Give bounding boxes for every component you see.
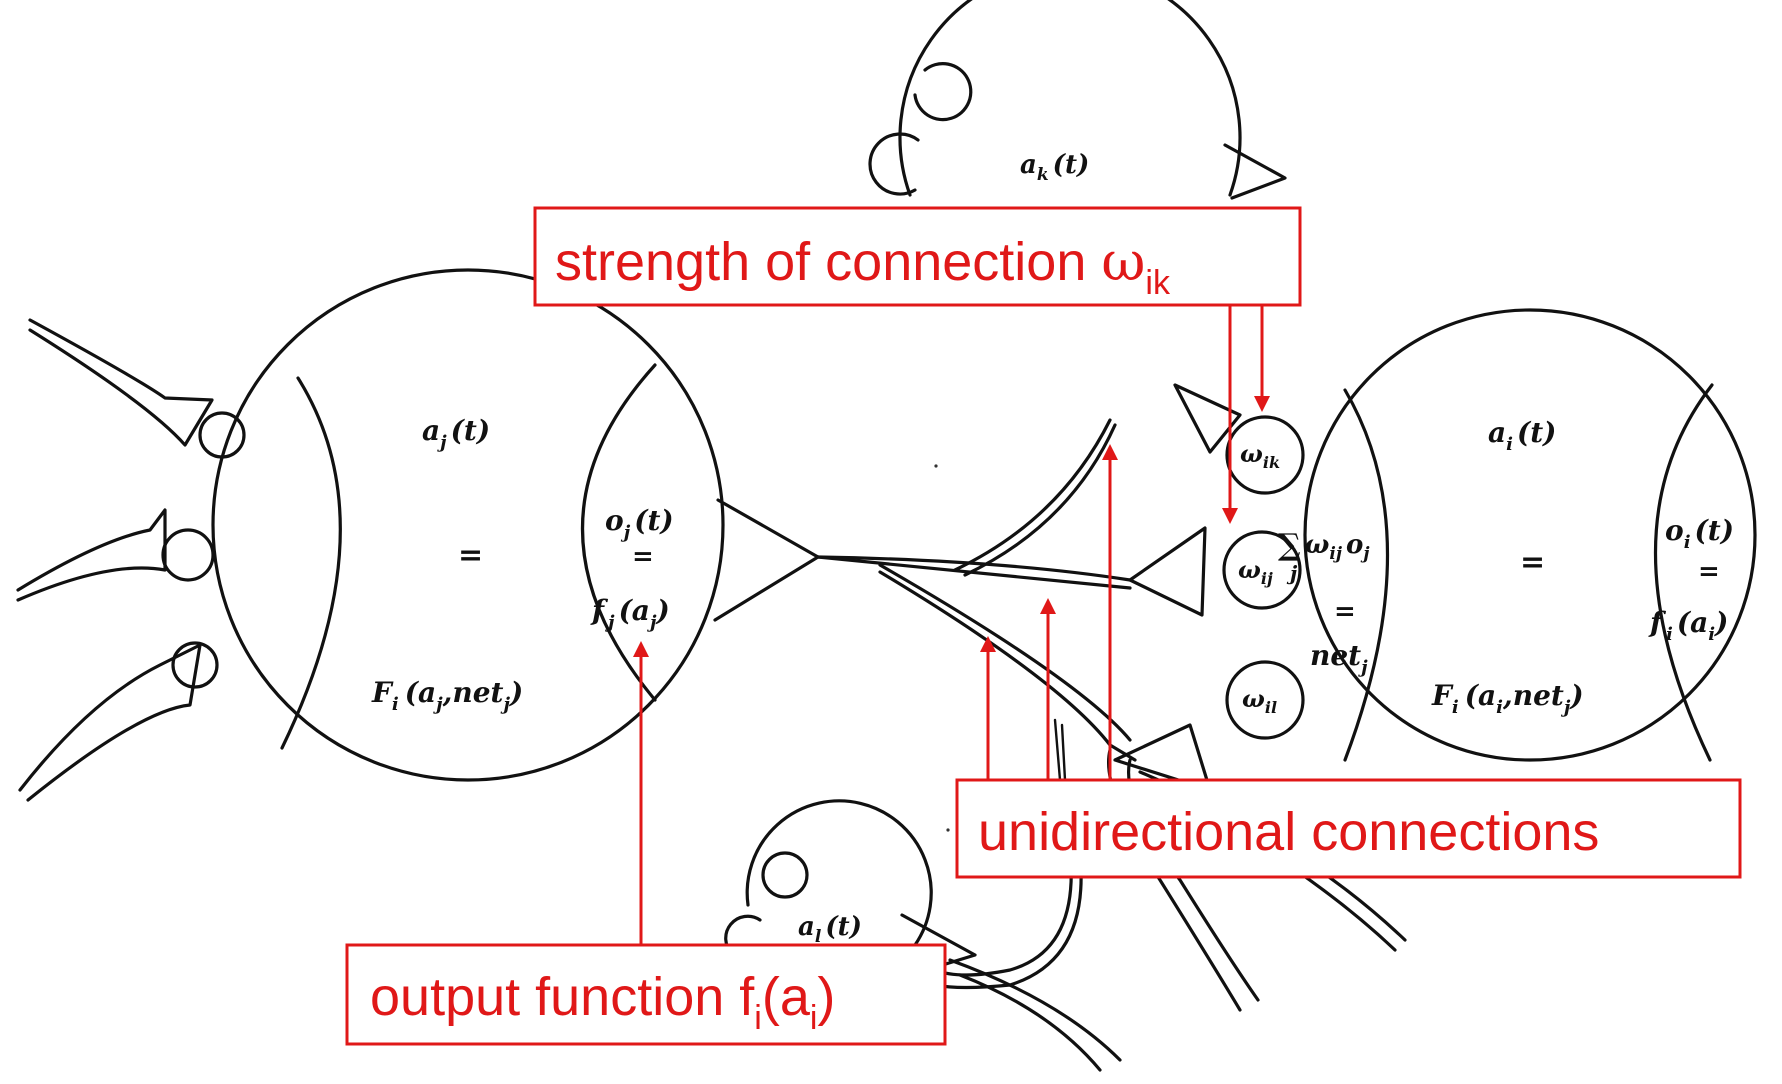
axon-l-branch-4 bbox=[958, 973, 1102, 1072]
arrow-uni-2-head bbox=[1040, 598, 1056, 614]
axon-branch-down-1 bbox=[878, 563, 1132, 742]
neuron-l-body bbox=[745, 799, 933, 947]
neuron-j-body bbox=[211, 268, 725, 782]
axon-branch-up-2 bbox=[963, 423, 1117, 577]
axon-branch-down-join bbox=[1108, 743, 1137, 762]
neuron-i-right-arc bbox=[1653, 383, 1714, 762]
arrow-uni-3-head bbox=[1102, 444, 1118, 460]
neuron-j-equals: = bbox=[458, 538, 483, 573]
arrow-strength-1-head bbox=[1222, 508, 1238, 524]
neuron-i-equals: = bbox=[1520, 545, 1545, 580]
neuron-j-dendrite-3 bbox=[18, 643, 202, 802]
neuron-j-update-function: Fi(aj,netj) bbox=[371, 676, 523, 715]
callout-output-text: output function fi(ai) bbox=[370, 967, 835, 1037]
synapse-ik bbox=[1225, 415, 1305, 495]
synapse-ij-label: ωij bbox=[1238, 555, 1273, 588]
axon-l-branch-3 bbox=[948, 958, 1122, 1062]
neuron-j-output: oj(t) bbox=[605, 504, 674, 543]
neuron-j-synapse-1 bbox=[198, 411, 246, 459]
synapse-il-label: ωil bbox=[1242, 684, 1277, 717]
axon-l-branch-2 bbox=[933, 853, 1083, 990]
neuron-k: ak(t) bbox=[868, 0, 1287, 200]
neuron-l: al(t) bbox=[724, 799, 977, 977]
arrow-uni-1-head bbox=[980, 636, 996, 652]
callout-output-box bbox=[345, 943, 947, 1046]
arrow-strength-2-head bbox=[1254, 396, 1270, 412]
axon-terminal-il bbox=[1113, 723, 1212, 792]
neuron-j-dendrite-1 bbox=[28, 318, 214, 447]
callout-strength-box bbox=[533, 206, 1302, 307]
neuron-i-sum-index: j bbox=[1286, 561, 1298, 585]
neuron-i-net: netj bbox=[1310, 639, 1368, 678]
neuron-j-axon-hillock bbox=[713, 498, 820, 622]
callout-arrows bbox=[633, 305, 1270, 945]
neuron-j-dendrite-2 bbox=[16, 508, 167, 602]
neuron-i-left-arc bbox=[1343, 388, 1390, 762]
speck-2 bbox=[946, 828, 950, 832]
neuron-j-left-arc bbox=[280, 376, 342, 750]
neuron-l-synapse-top bbox=[761, 851, 809, 899]
neuron-j-synapse-2 bbox=[161, 528, 215, 582]
neuron-i-activation: ai(t) bbox=[1488, 416, 1556, 455]
neuron-k-body bbox=[898, 0, 1242, 197]
axon-terminal-ij bbox=[1128, 526, 1207, 617]
axon-branch-up-1 bbox=[953, 418, 1112, 572]
neuron-i-output-equals: = bbox=[1698, 557, 1720, 587]
callout-unidirectional-text: unidirectional connections bbox=[978, 802, 1599, 862]
neuron-i-net-equals: = bbox=[1334, 597, 1356, 627]
neuron-i-body bbox=[1303, 308, 1757, 762]
neuron-j-output-equals: = bbox=[632, 542, 654, 572]
neuron-k-synapse-top bbox=[913, 62, 973, 122]
axon-branch-down-2 bbox=[878, 570, 1112, 747]
synapse-ij bbox=[1222, 530, 1302, 610]
arrow-output-head bbox=[633, 641, 649, 657]
neuron-j-synapse-3 bbox=[171, 641, 219, 689]
neuron-j-activation: aj(t) bbox=[422, 414, 490, 453]
speck-1 bbox=[934, 464, 938, 468]
callout-output-function: output function fi(ai) bbox=[345, 943, 947, 1046]
neuron-j-right-arc bbox=[581, 363, 657, 702]
axon-tick-2 bbox=[1060, 723, 1067, 782]
synapse-il bbox=[1225, 660, 1305, 740]
callout-unidirectional-box bbox=[955, 778, 1742, 879]
neuron-k-activation: ak(t) bbox=[1020, 150, 1089, 185]
axon-l-branch-1 bbox=[933, 848, 1073, 977]
neuron-l-activation: al(t) bbox=[798, 912, 862, 947]
neuron-i-terminal-ik bbox=[1173, 383, 1242, 454]
neuron-i-update-function: Fi(ai,netj) bbox=[1431, 679, 1584, 718]
callout-unidirectional: unidirectional connections bbox=[955, 778, 1742, 879]
synapse-ik-label: ωik bbox=[1240, 439, 1280, 472]
callout-strength: strength of connection ωik bbox=[533, 206, 1302, 307]
neuron-i-output: oi(t) bbox=[1665, 514, 1734, 553]
callout-strength-text: strength of connection ωik bbox=[555, 230, 1171, 302]
axon-main-2 bbox=[816, 555, 1132, 590]
axon-tick-1 bbox=[1053, 718, 1062, 782]
neuron-k-axon-terminal bbox=[1223, 143, 1287, 200]
neuron-k-synapse-bottom bbox=[868, 132, 920, 196]
